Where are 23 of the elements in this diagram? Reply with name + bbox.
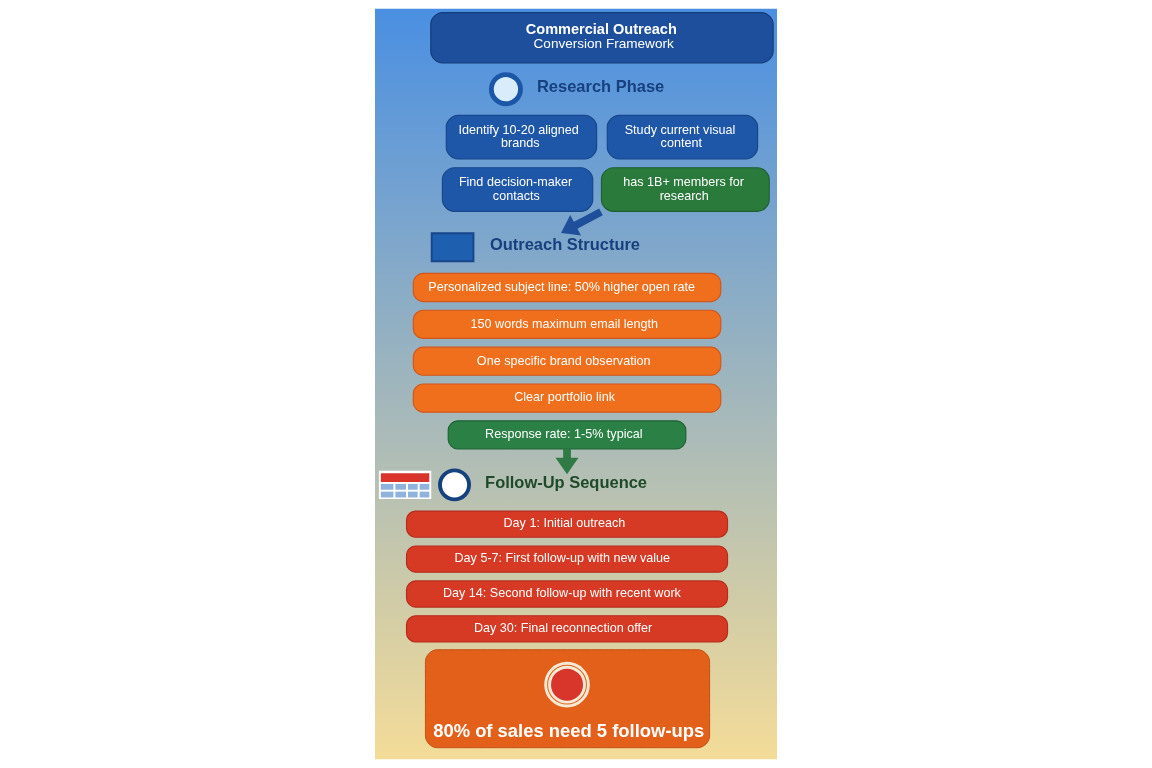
node-box: Response rate: 1-5% typical <box>447 420 687 450</box>
node-box: Find decision-maker contacts <box>441 167 594 212</box>
node-text: Outreach Structure <box>489 235 641 254</box>
label: Research Phase <box>536 77 665 96</box>
node-box: Day 14: Second follow-up with recent work <box>405 580 729 608</box>
node-box: 150 words maximum email length <box>412 309 722 339</box>
node-box: Day 5-7: First follow-up with new value <box>405 545 729 573</box>
node-box: Day 1: Initial outreach <box>405 510 729 538</box>
node-box: Clear portfolio link <box>412 383 722 413</box>
node-circle <box>438 468 471 502</box>
node-box <box>430 232 475 263</box>
node-box: Identify 10-20 aligned brands <box>445 114 598 160</box>
node-box: Personalized subject line: 50% higher open rate <box>412 272 722 303</box>
arrow <box>561 208 603 236</box>
cluster: 80% of sales need 5 follow-ups <box>424 649 711 749</box>
node-box: Commercial Outreach Conversion Framework <box>430 11 774 64</box>
node-box: has 1B+ members for research <box>600 167 770 212</box>
node-box: Day 30: Final reconnection offer <box>405 615 729 643</box>
node-box: Study current visual content <box>606 114 759 160</box>
node-box: One specific brand observation <box>412 346 722 376</box>
node-picture <box>544 661 590 708</box>
node-text: Follow-Up Sequence <box>485 472 648 491</box>
node-circle <box>488 72 523 107</box>
